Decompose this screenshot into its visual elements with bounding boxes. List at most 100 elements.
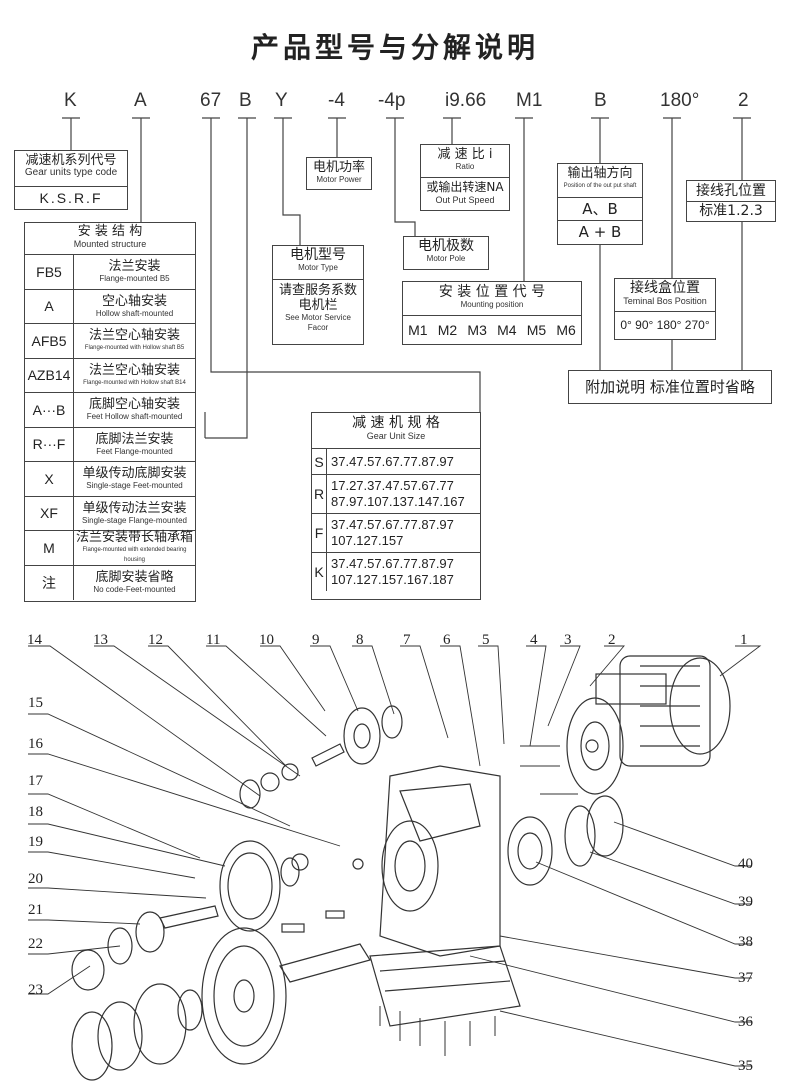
gear-series-en: Gear units type code — [24, 167, 118, 178]
part-37: 37 — [738, 970, 753, 986]
shaft-direction-en: Position of the out put shaft — [563, 183, 637, 189]
mount-header-en: Mounted structure — [73, 239, 147, 249]
motor-type-cn: 电机型号 — [290, 247, 346, 263]
mount-code: AFB5 — [25, 324, 74, 358]
motor-power-en: Motor Power — [316, 175, 362, 184]
motor-type-cn2: 请查服务系数 — [278, 283, 357, 298]
terminal-box-values: 0° 90° 180° 270° — [620, 318, 710, 332]
exploded-view-drawing — [28, 645, 762, 1081]
code-b2: B — [594, 90, 607, 111]
part-22: 22 — [28, 936, 43, 952]
gear-series-value: K.S.R.F — [39, 190, 103, 206]
mount-en: Feet Hollow shaft-mounted — [86, 412, 183, 422]
gear-size-line1: 17.27.37.47.57.67.77 — [331, 478, 454, 493]
part-21: 21 — [28, 902, 43, 918]
part-3: 3 — [564, 632, 572, 648]
part-9: 9 — [312, 632, 320, 648]
part-12: 12 — [148, 632, 163, 648]
motor-type-cn3: 电机栏 — [298, 298, 338, 313]
shaft-direction-opt1: A、B — [558, 198, 642, 221]
part-16: 16 — [28, 736, 43, 752]
mounting-m1: M1 — [408, 322, 428, 338]
motor-pole-cn: 电机极数 — [418, 238, 474, 254]
part-2: 2 — [608, 632, 616, 648]
shaft-direction-box: 输出轴方向 Position of the out put shaft A、B … — [557, 163, 643, 245]
ratio-en2: Out Put Speed — [435, 195, 495, 205]
part-4: 4 — [530, 632, 538, 648]
motor-type-en: Motor Type — [298, 263, 338, 272]
mount-cn: 单级传动底脚安装 — [82, 466, 187, 482]
code-2: 2 — [738, 90, 749, 111]
mounting-m4: M4 — [497, 322, 517, 338]
mounting-m6: M6 — [556, 322, 576, 338]
shaft-direction-cn: 输出轴方向 — [567, 166, 633, 181]
mount-code: AZB14 — [25, 358, 74, 392]
connector-lines — [62, 117, 751, 439]
mount-en: No code-Feet-mounted — [93, 585, 176, 595]
gear-size-header-en: Gear Unit Size — [366, 431, 426, 441]
mount-cn: 法兰安装带长轴承箱 — [75, 530, 193, 546]
motor-type-en3: Facor — [307, 323, 329, 332]
mounting-position-cn: 安 装 位 置 代 号 — [438, 284, 546, 300]
mount-en: Flange-mounted with Hollow shaft B5 — [84, 345, 185, 352]
ratio-cn2: 或输出转速NA — [426, 180, 504, 194]
terminal-hole-box: 接线孔位置 标准1.2.3 — [686, 180, 776, 222]
mount-en: Hollow shaft-mounted — [95, 308, 174, 318]
motor-pole-box: 电机极数 Motor Pole — [403, 236, 489, 270]
motor-power-cn: 电机功率 — [312, 160, 365, 175]
motor-type-box: 电机型号 Motor Type 请查服务系数 电机栏 See Motor Ser… — [272, 245, 364, 345]
part-38: 38 — [738, 934, 753, 950]
gear-size-line2: 107.127.157.167.187 — [331, 572, 454, 587]
ratio-cn: 减 速 比 i — [437, 147, 493, 162]
code-a: A — [134, 90, 147, 111]
gear-size-line1: 37.47.57.67.77.87.97 — [331, 453, 454, 469]
ratio-en: Ratio — [455, 162, 475, 171]
part-36: 36 — [738, 1014, 753, 1030]
part-5: 5 — [482, 632, 490, 648]
code-67: 67 — [200, 90, 222, 111]
code-4p: -4p — [378, 90, 406, 111]
part-14: 14 — [27, 632, 42, 648]
code-180: 180° — [660, 90, 700, 111]
code-y: Y — [275, 90, 288, 111]
mount-code: R···F — [25, 427, 74, 461]
part-8: 8 — [356, 632, 364, 648]
mount-code: XF — [25, 496, 74, 530]
part-23: 23 — [28, 982, 43, 998]
gear-series-box: 减速机系列代号 Gear units type code K.S.R.F — [14, 150, 128, 210]
terminal-box-position: 接线盒位置 Teminal Bos Position 0° 90° 180° 2… — [614, 278, 716, 340]
part-17: 17 — [28, 773, 43, 789]
mount-code: A — [25, 289, 74, 323]
part-18: 18 — [28, 804, 43, 820]
page-title: 产品型号与分解说明 — [250, 31, 539, 64]
code-k: K — [64, 90, 77, 111]
part-6: 6 — [443, 632, 451, 648]
terminal-box-cn: 接线盒位置 — [630, 280, 700, 296]
mount-code: 注 — [25, 565, 74, 600]
mount-cn: 底脚安装省略 — [95, 570, 174, 586]
gear-size-code: R — [312, 475, 327, 513]
mount-cn: 底脚法兰安装 — [95, 431, 174, 447]
motor-pole-en: Motor Pole — [426, 254, 466, 263]
mount-cn: 单级传动法兰安装 — [82, 500, 187, 516]
mount-en: Flange-mounted B5 — [99, 274, 170, 284]
mount-cn: 底脚空心轴安装 — [88, 397, 180, 413]
mount-code: FB5 — [25, 255, 74, 289]
mounting-position-values: M1 M2 M3 M4 M5 M6 — [403, 316, 581, 344]
part-1: 1 — [740, 632, 748, 648]
mount-code: M — [25, 531, 74, 565]
mount-cn: 法兰空心轴安装 — [88, 362, 180, 378]
mount-code: A···B — [25, 393, 74, 427]
terminal-hole-value: 标准1.2.3 — [699, 203, 763, 219]
motor-power-box: 电机功率 Motor Power — [306, 157, 372, 190]
mounting-m5: M5 — [526, 322, 547, 338]
ratio-box: 减 速 比 i Ratio 或输出转速NA Out Put Speed — [420, 144, 510, 211]
